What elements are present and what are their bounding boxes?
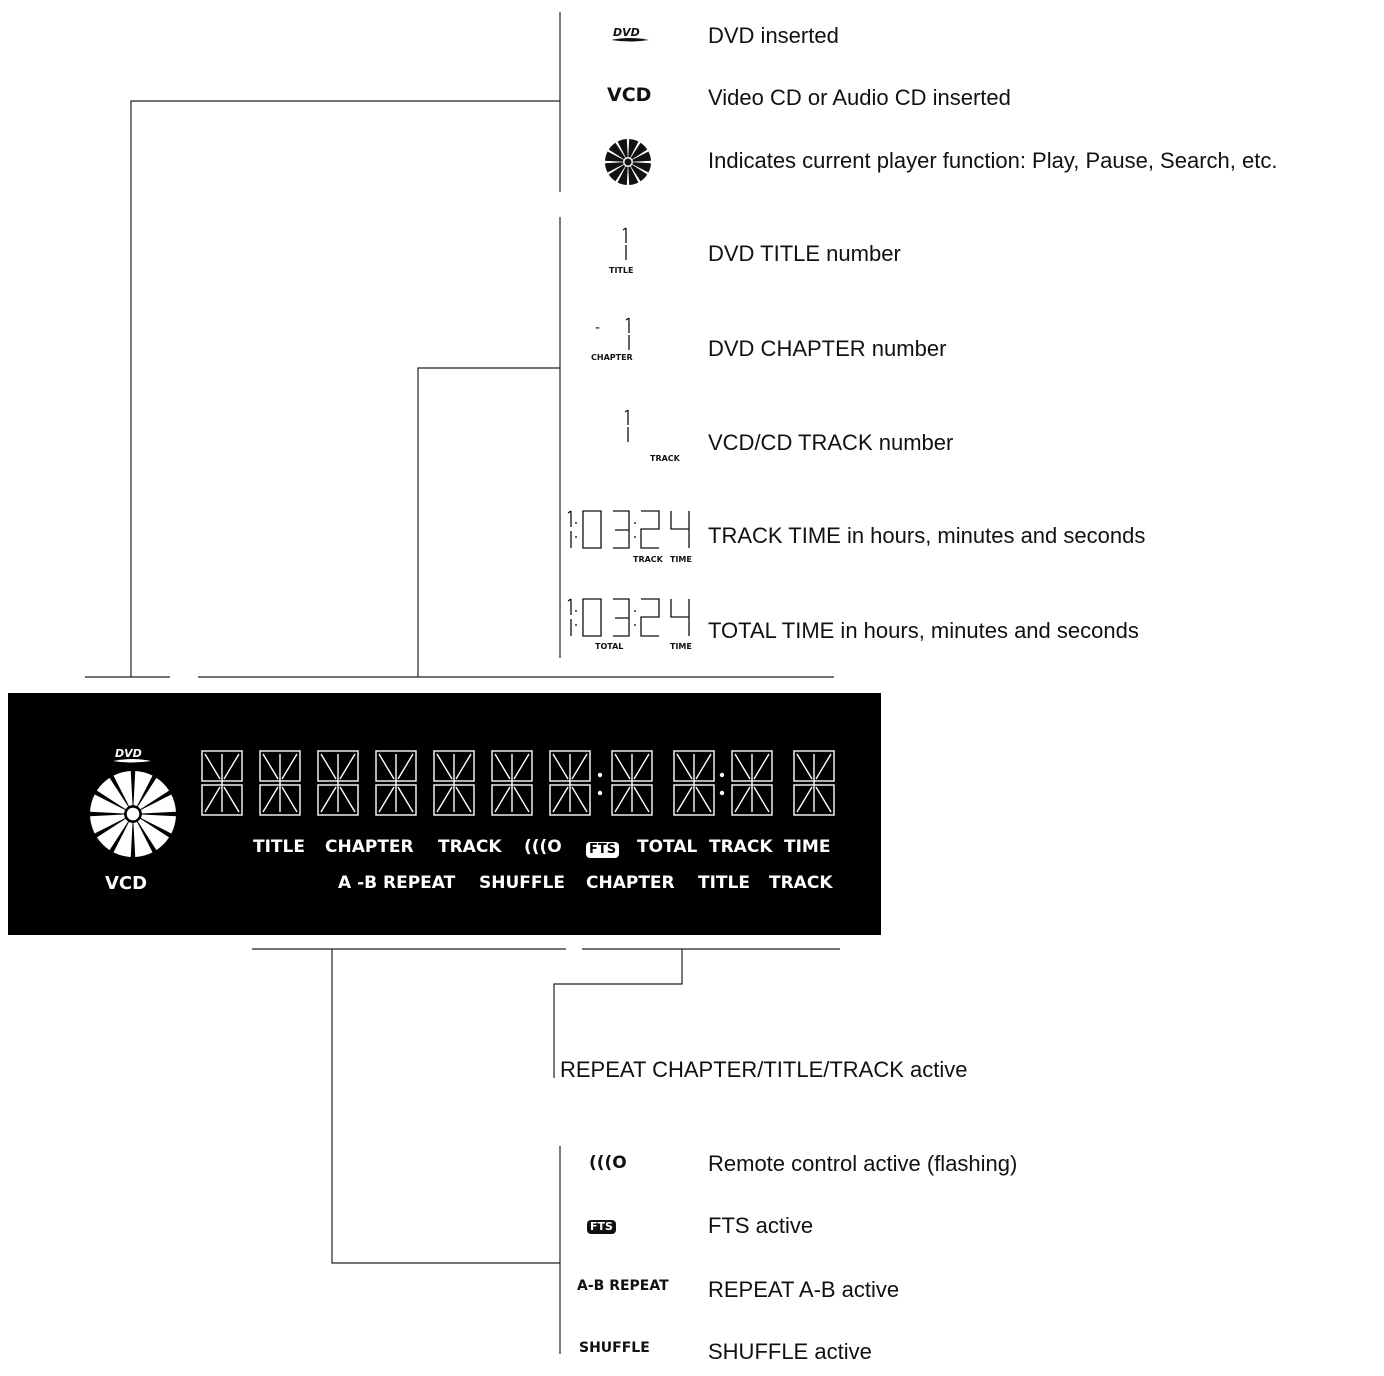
display-fts-indicator: FTS [586, 838, 620, 858]
display-shuffle-indicator: SHUFFLE [479, 873, 565, 893]
track-sub-label: TRACK [650, 454, 680, 463]
svg-text:DVD: DVD [115, 747, 142, 760]
legend-player-function: Indicates current player function: Play,… [708, 148, 1278, 173]
legend-shuffle-active: SHUFFLE active [708, 1339, 872, 1364]
display-repeat-track-indicator: TRACK [769, 873, 833, 893]
total-time-total-label: TOTAL [595, 642, 624, 651]
track-time-icon [565, 508, 693, 556]
chapter-number-icon [618, 316, 642, 356]
legend-dvd-inserted: DVD inserted [708, 23, 839, 48]
display-title-indicator: TITLE [253, 837, 305, 857]
fts-icon: FTS [587, 1215, 616, 1234]
legend-chapter-number: DVD CHAPTER number [708, 336, 947, 361]
chapter-sub-label: CHAPTER [591, 353, 633, 362]
display-track-indicator: TRACK [438, 837, 502, 857]
display-remote-indicator: (((O [524, 837, 562, 857]
title-number-icon [615, 226, 639, 266]
disc-wheel-icon [604, 138, 652, 190]
display-repeat-title-indicator: TITLE [698, 873, 750, 893]
display-ab-repeat-indicator: A -B REPEAT [338, 873, 456, 893]
display-dvd-logo-icon: DVD [112, 747, 152, 770]
legend-track-number: VCD/CD TRACK number [708, 430, 954, 455]
display-time-indicator: TIME [784, 837, 831, 857]
title-sub-label: TITLE [609, 266, 634, 275]
display-track-time-track-indicator: TRACK [709, 837, 773, 857]
chapter-dash: - [595, 320, 601, 336]
legend-title-number: DVD TITLE number [708, 241, 901, 266]
legend-vcd-inserted: Video CD or Audio CD inserted [708, 85, 1011, 110]
display-repeat-chapter-indicator: CHAPTER [586, 873, 675, 893]
vcd-text-icon: VCD [607, 84, 652, 106]
display-chapter-indicator: CHAPTER [325, 837, 414, 857]
shuffle-icon: SHUFFLE [579, 1340, 650, 1356]
ab-repeat-icon: A-B REPEAT [577, 1278, 669, 1294]
legend-repeat-ab-active: REPEAT A-B active [708, 1277, 900, 1302]
legend-remote-active: Remote control active (flashing) [708, 1151, 1018, 1176]
total-time-time-label: TIME [670, 642, 692, 651]
dvd-logo-icon: DVD [610, 26, 650, 48]
legend-repeat-active: REPEAT CHAPTER/TITLE/TRACK active [560, 1057, 968, 1082]
track-time-track-label: TRACK [633, 555, 663, 564]
display-segment-digits [201, 750, 835, 816]
legend-total-time: TOTAL TIME in hours, minutes and seconds [708, 618, 1139, 643]
remote-icon: (((O [589, 1153, 627, 1173]
front-panel-display: DVD VCD TITLE CHAPTER TRACK (((O FTS TOT… [8, 693, 881, 935]
display-total-indicator: TOTAL [637, 837, 698, 857]
svg-text:DVD: DVD [613, 26, 640, 39]
track-time-time-label: TIME [670, 555, 692, 564]
display-disc-wheel-icon [89, 770, 177, 863]
legend-fts-active: FTS active [708, 1213, 814, 1238]
display-vcd-label: VCD [105, 873, 148, 894]
legend-track-time: TRACK TIME in hours, minutes and seconds [708, 523, 1146, 548]
total-time-icon [565, 596, 693, 644]
track-number-icon [617, 408, 641, 448]
